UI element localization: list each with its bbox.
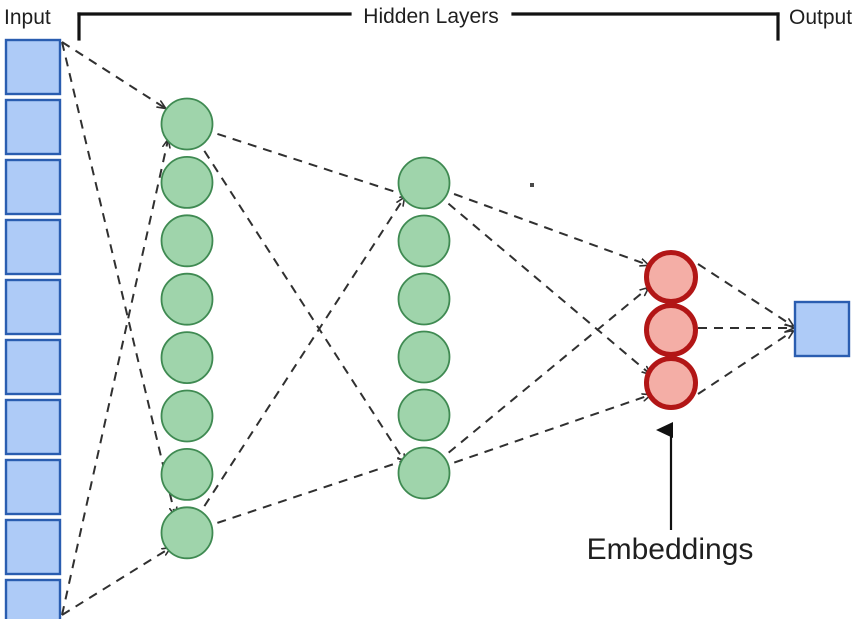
connection-line-3 (61, 548, 170, 616)
input-layer-node-5 (4, 338, 62, 396)
input-layer-node-3 (4, 218, 62, 276)
hidden-layer-1-node-3 (160, 272, 214, 326)
input-layer-node-9 (4, 578, 62, 619)
embedding-layer-node-0 (644, 250, 698, 304)
input-layer-node-8 (4, 518, 62, 576)
embedding-layer-node-1 (644, 303, 698, 357)
connection-line-1 (61, 41, 175, 515)
hidden-layer-1-node-0 (160, 97, 214, 151)
connection-line-2 (61, 140, 168, 616)
hidden-layer-1-node-2 (160, 214, 214, 268)
hidden-layer-2-node-2 (397, 272, 451, 326)
hidden-layer-2-node-1 (397, 214, 451, 268)
hidden-layers-bracket (77, 12, 780, 41)
input-layer-node-6 (4, 398, 62, 456)
hidden-layer-2-node-4 (397, 388, 451, 442)
input-layer-node-7 (4, 458, 62, 516)
input-layer-node-4 (4, 278, 62, 336)
connection-line-8 (423, 182, 648, 265)
hidden-layer-1-node-5 (160, 389, 214, 443)
connection-line-9 (423, 182, 650, 374)
hidden-layers-label: Hidden Layers (363, 5, 498, 28)
connection-line-12 (697, 263, 793, 326)
connection-line-5 (186, 123, 408, 196)
connection-line-11 (423, 395, 650, 474)
connection-line-10 (423, 288, 648, 474)
embeddings-label: Embeddings (587, 533, 754, 566)
input-layer-node-0 (4, 38, 62, 96)
hidden-layer-1-node-1 (160, 155, 214, 209)
embedding-layer-node-2 (644, 356, 698, 410)
connection-line-4 (186, 123, 405, 462)
hidden-layer-1-node-4 (160, 331, 214, 385)
connection-line-14 (697, 331, 793, 395)
input-layer-node-1 (4, 98, 62, 156)
hidden-layer-2-node-5 (397, 446, 451, 500)
connection-lines (61, 41, 793, 616)
output-label: Output (789, 6, 852, 29)
connection-line-0 (61, 41, 165, 108)
input-layer-node-2 (4, 158, 62, 216)
connection-line-6 (186, 198, 404, 534)
hidden-layer-2-node-3 (397, 330, 451, 384)
connection-line-7 (186, 460, 406, 534)
stray-mark (530, 183, 534, 187)
hidden-layer-2-node-0 (397, 156, 451, 210)
hidden-layer-1-node-6 (160, 447, 214, 501)
input-label: Input (4, 6, 51, 29)
network-nodes (4, 38, 851, 619)
hidden-layer-1-node-7 (160, 506, 214, 560)
output-layer-node-0 (793, 300, 851, 358)
